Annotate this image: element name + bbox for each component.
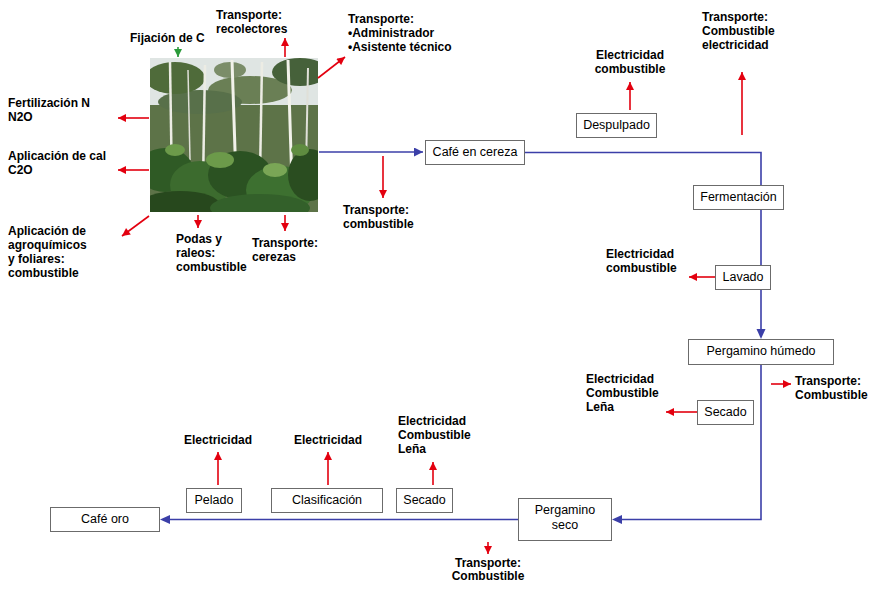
emission-label: Electricidad: [180, 433, 256, 447]
emission-label: Transporte: recolectores: [216, 8, 300, 36]
emission-arrow: [382, 156, 384, 198]
process-box: Pelado: [186, 488, 242, 513]
emission-arrow: [666, 411, 698, 413]
box-text: Pelado: [192, 493, 236, 508]
emission-arrow: [432, 462, 434, 485]
box-text: Pergamino seco: [524, 503, 606, 533]
box-text: Secado: [402, 493, 447, 508]
box-text: Pergamino húmedo: [694, 344, 828, 359]
emission-label: Aplicación de agroquímicos y foliares: c…: [8, 224, 94, 280]
arrow-head: [757, 329, 766, 339]
process-box: Secado: [396, 488, 453, 513]
process-box: Secado: [697, 400, 754, 425]
flow-line: [525, 153, 761, 332]
process-box: Pergamino húmedo: [688, 339, 834, 365]
arrow-head: [612, 515, 622, 524]
box-text: Lavado: [721, 270, 765, 285]
emission-label: Electricidad Combustible Leña: [586, 372, 662, 414]
box-text: Despulpado: [582, 118, 651, 133]
emission-label: Fijación de C: [130, 31, 205, 45]
box-text: Secado: [703, 405, 748, 420]
flow-line: [319, 151, 423, 153]
flow-line: [319, 152, 423, 153]
plantation-photo: [210, 194, 310, 212]
emission-label: Electricidad Combustible Leña: [398, 414, 474, 456]
emission-arrow: [217, 452, 219, 485]
emission-arrow: [327, 452, 329, 485]
emission-arrow: [122, 216, 149, 236]
process-box: Café en cereza: [425, 140, 525, 165]
emission-arrow: [487, 542, 489, 554]
plantation-photo: [188, 70, 190, 160]
arrow-head: [160, 515, 170, 524]
process-box: Fermentación: [693, 185, 784, 210]
plantation-photo: [206, 152, 234, 168]
process-box: Café oro: [50, 507, 160, 532]
emission-label: Transporte: cerezas: [252, 236, 324, 264]
emission-arrow: [318, 57, 345, 78]
plantation-photo: [272, 58, 318, 86]
emission-arrow: [284, 38, 286, 57]
box-text: Fermentación: [699, 190, 778, 205]
emission-label: Electricidad combustible: [606, 247, 684, 275]
emission-arrow: [118, 169, 149, 171]
emission-label: Electricidad combustible: [591, 48, 669, 76]
flow-connector: [525, 153, 766, 340]
fixation-arrow: [177, 47, 179, 57]
emission-label: Fertilización N N2O: [8, 96, 108, 124]
plantation-photo: [150, 58, 318, 212]
process-box: Pergamino seco: [518, 498, 612, 541]
emission-arrow: [118, 38, 791, 554]
emission-label: Transporte: combustible: [343, 203, 423, 231]
plantation-photo: [263, 163, 287, 177]
emission-arrow: [771, 383, 791, 385]
emission-label: Transporte: Combustible: [795, 374, 871, 402]
emission-arrow: [197, 215, 199, 228]
box-text: Clasificación: [277, 493, 377, 508]
emission-label: Transporte: Combustible: [443, 557, 533, 583]
process-box: Clasificación: [271, 488, 383, 513]
emission-arrow: [689, 276, 716, 278]
emission-arrow: [118, 117, 149, 119]
emission-arrow: [741, 72, 743, 135]
emission-label: Electricidad: [290, 433, 366, 447]
box-text: Café en cereza: [431, 145, 519, 160]
emission-arrow: [284, 215, 286, 231]
plantation-photo: [165, 144, 185, 156]
plantation-photo: [214, 62, 246, 78]
emission-label: Aplicación de cal C2O: [8, 149, 116, 177]
emission-arrow: [629, 82, 631, 110]
flow-connector: [160, 515, 518, 524]
plantation-photo: [150, 62, 205, 94]
plantation-photo: [291, 144, 309, 156]
emission-label: Transporte: •Administrador •Asistente té…: [348, 12, 473, 54]
process-box: Lavado: [715, 265, 771, 290]
fixation-arrow: [178, 47, 179, 57]
emission-label: Podas y raleos: combustible: [176, 232, 250, 274]
process-box: Despulpado: [576, 113, 657, 138]
plantation-photo: [150, 191, 220, 212]
emission-label: Transporte: Combustible electricidad: [702, 10, 782, 52]
plantation-photo: [288, 149, 318, 201]
flow-line: [168, 519, 518, 521]
box-text: Café oro: [56, 512, 154, 527]
